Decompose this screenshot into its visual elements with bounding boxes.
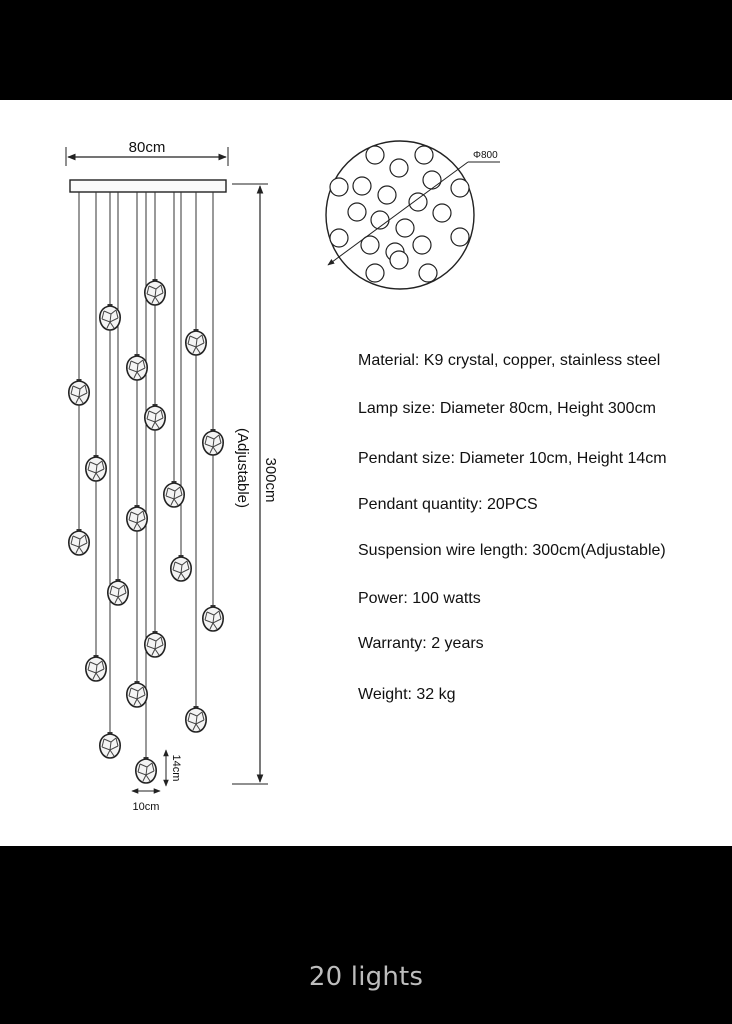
pendant-width-label: 10cm	[133, 801, 160, 813]
top-view-hole	[414, 145, 434, 165]
crystal-pendant-icon	[135, 756, 157, 784]
pendant-height-dimension: 14cm	[163, 749, 182, 787]
spec-pendant-quantity: Pendant quantity: 20PCS	[358, 496, 538, 513]
spec-weight: Weight: 32 kg	[358, 686, 456, 703]
top-view-hole	[347, 202, 367, 222]
top-view-hole	[408, 192, 428, 212]
top-view-holes	[329, 145, 470, 283]
crystal-pendant-icon	[126, 680, 148, 708]
crystal-pendant-icon	[126, 504, 148, 532]
pendant-height-label: 14cm	[170, 755, 182, 782]
product-spec-panel: 80cm 300cm (Adjustable) 14cm 10cm	[0, 100, 732, 846]
spec-wire-length: Suspension wire length: 300cm(Adjustable…	[358, 542, 666, 559]
chandelier-technical-drawing: 80cm 300cm (Adjustable) 14cm 10cm	[65, 139, 500, 813]
top-view-hole	[395, 218, 415, 238]
height-adjustable-note: (Adjustable)	[234, 428, 251, 508]
crystal-pendant-icon	[68, 378, 90, 406]
crystal-pendant-icon	[144, 278, 166, 306]
crystal-pendant-icon	[68, 528, 90, 556]
crystal-pendant-icon	[144, 403, 166, 431]
top-view-hole	[352, 176, 372, 196]
crystal-pendant-icon	[185, 328, 207, 356]
top-view-hole	[432, 203, 452, 223]
canopy-width-dimension: 80cm	[65, 139, 229, 166]
height-label: 300cm	[262, 457, 279, 502]
canopy-width-label: 80cm	[129, 139, 166, 156]
spec-power: Power: 100 watts	[358, 590, 481, 607]
crystal-pendant-icon	[107, 578, 129, 606]
crystal-pendant-icon	[202, 428, 224, 456]
top-view-hole	[329, 177, 349, 197]
height-dimension: 300cm (Adjustable)	[232, 183, 279, 785]
top-view-hole	[365, 145, 385, 165]
crystal-pendant-icon	[85, 654, 107, 682]
top-view-hole	[450, 178, 470, 198]
crystal-pendant-icon	[202, 604, 224, 632]
crystal-pendant-icon	[170, 554, 192, 582]
top-letterbox-bar	[0, 0, 732, 100]
top-view-hole	[418, 263, 438, 283]
crystal-pendant-icon	[144, 630, 166, 658]
top-view-hole	[450, 227, 470, 247]
pendant-cluster	[68, 192, 224, 784]
top-view-hole	[412, 235, 432, 255]
crystal-pendant-icon	[99, 303, 121, 331]
crystal-pendant-icon	[126, 353, 148, 381]
top-view-hole	[389, 250, 409, 270]
canopy-plate	[69, 179, 227, 193]
top-view-hole	[360, 235, 380, 255]
top-view-hole	[329, 228, 349, 248]
spec-pendant-size: Pendant size: Diameter 10cm, Height 14cm	[358, 450, 667, 467]
pendant-width-dimension: 10cm	[131, 788, 161, 813]
top-view-hole	[377, 185, 397, 205]
top-view-hole	[365, 263, 385, 283]
crystal-pendant-icon	[185, 705, 207, 733]
diameter-leader	[327, 161, 469, 266]
top-diameter-label: Φ800	[473, 150, 498, 161]
top-view-hole	[389, 158, 409, 178]
top-view-diagram: Φ800	[325, 140, 500, 290]
crystal-pendant-icon	[85, 454, 107, 482]
spec-material: Material: K9 crystal, copper, stainless …	[358, 352, 661, 369]
crystal-pendant-icon	[99, 731, 121, 759]
image-caption: 20 lights	[308, 962, 424, 992]
top-view-hole	[422, 170, 442, 190]
spec-warranty: Warranty: 2 years	[358, 635, 484, 652]
spec-lamp-size: Lamp size: Diameter 80cm, Height 300cm	[358, 400, 656, 417]
